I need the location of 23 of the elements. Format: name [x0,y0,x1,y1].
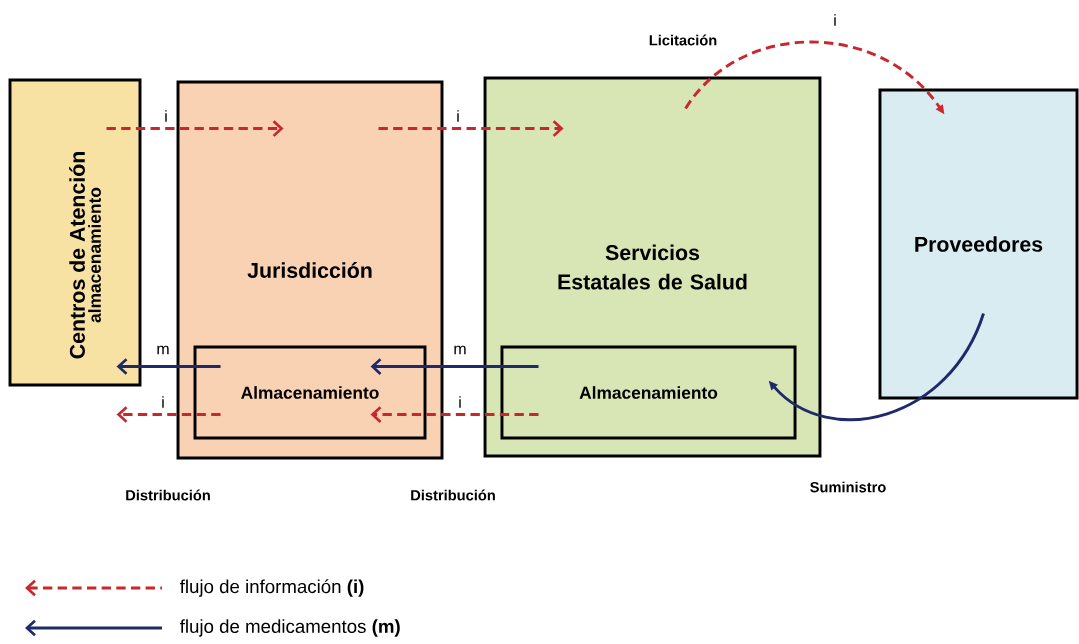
stage-label: Suministro [810,481,886,493]
arrow [116,358,221,375]
entity-box: Proveedores [878,88,1079,400]
legend-text: flujo de medicamentos (m) [180,619,400,637]
arrow [106,120,284,137]
storage-box: Almacenamiento [193,345,427,440]
entity-box: Centros de Atención almacenamiento [8,78,142,387]
storage-box: Almacenamiento [500,345,797,440]
edge-label: i [165,110,167,122]
edge-label: i [459,396,461,408]
arrow [116,406,221,423]
edge-label: i [457,110,459,122]
stage-label: Distribución [126,489,210,501]
edge-label: m [454,345,466,355]
stage-label: Distribución [411,489,495,501]
arrow [370,406,539,423]
legend-text: flujo de información (i) [180,579,364,597]
arrow [370,358,539,375]
edge-label: i [162,396,164,408]
arrow [378,120,564,137]
stage-label: Licitación [649,34,717,46]
edge-label: i [834,14,836,26]
edge-label: m [157,345,169,355]
